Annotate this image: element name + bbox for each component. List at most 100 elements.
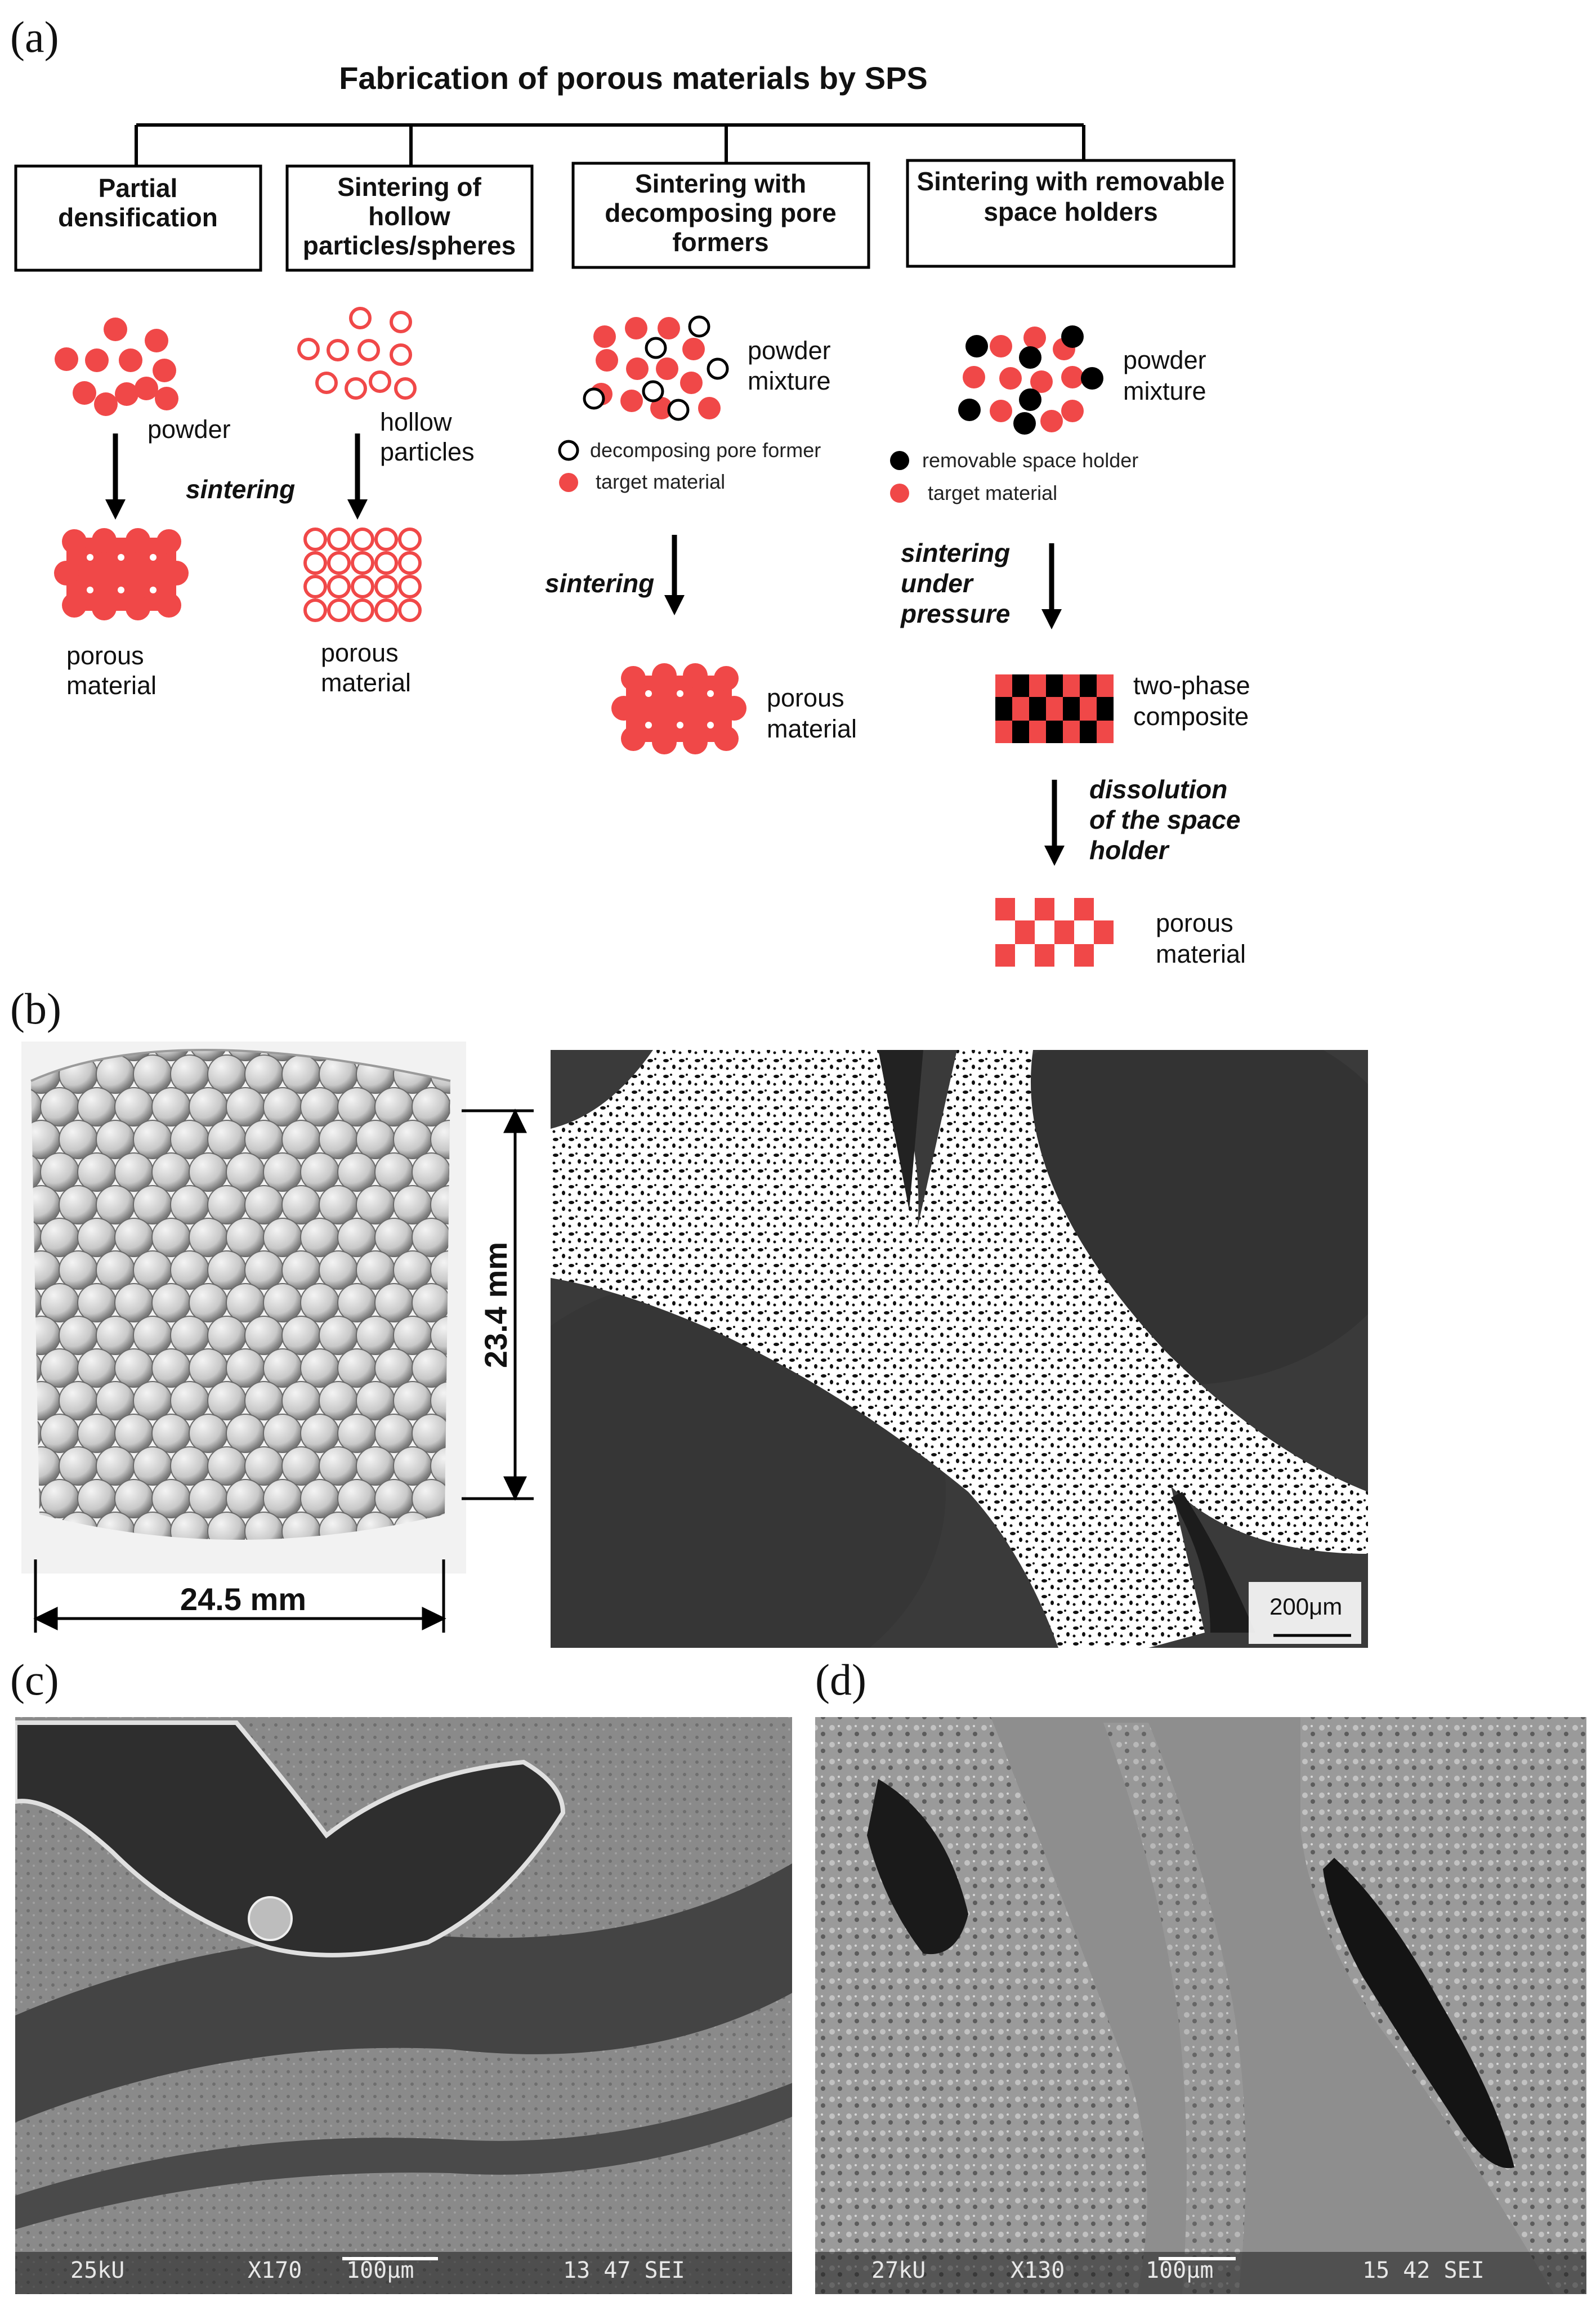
tree-connector <box>135 123 1085 166</box>
box2-line1: Sintering of <box>337 172 481 202</box>
sphere <box>59 1185 98 1224</box>
sphere <box>468 1055 506 1093</box>
sphere <box>59 1120 98 1159</box>
sphere <box>96 1054 135 1094</box>
sphere <box>114 1414 154 1453</box>
sphere <box>40 1348 79 1388</box>
sphere <box>40 1414 79 1453</box>
panel-label-d: (d) <box>815 1655 866 1704</box>
sintering-label-3: sintering <box>545 569 654 598</box>
sphere <box>170 1446 209 1486</box>
sphere <box>319 1120 358 1159</box>
sphere <box>151 1152 191 1192</box>
sphere <box>486 1414 525 1452</box>
sphere <box>337 1087 377 1127</box>
sphere <box>59 1316 98 1355</box>
panel-label-a: (a) <box>10 12 59 61</box>
box3-line2: decomposing pore <box>605 198 836 227</box>
sphere <box>189 1479 228 1518</box>
sphere <box>96 1446 135 1486</box>
box3-line3: formers <box>672 227 768 257</box>
legend-target-3: target material <box>596 470 725 493</box>
sphere <box>281 1316 321 1355</box>
legend-swatch-target-4 <box>890 484 909 503</box>
legend-swatch-target-3 <box>559 473 578 492</box>
sphere <box>226 1152 265 1192</box>
sphere <box>300 1218 339 1257</box>
porous-label-4a: porous <box>1156 909 1233 937</box>
sphere <box>77 1218 117 1257</box>
sphere <box>393 1185 432 1224</box>
sphere <box>244 1054 284 1094</box>
porous-material-3 <box>611 663 746 754</box>
sphere <box>207 1250 247 1290</box>
two-phase-composite <box>995 674 1114 743</box>
sphere <box>412 1414 450 1453</box>
sem-image-d <box>815 1717 1586 2294</box>
box4-line1: Sintering with removable <box>917 167 1225 196</box>
sphere <box>412 1479 450 1518</box>
legend-swatch-removable <box>890 451 909 470</box>
sphere <box>300 1087 339 1127</box>
sphere <box>263 1479 302 1518</box>
sintering-under-pressure-b: under <box>901 569 974 598</box>
sphere <box>151 1087 191 1127</box>
sphere <box>114 1087 154 1127</box>
sphere <box>281 1185 321 1224</box>
dissolution-label-a: dissolution <box>1089 775 1227 804</box>
powder-mixture-label-4b: mixture <box>1123 377 1206 405</box>
sphere <box>226 1218 265 1257</box>
sphere <box>226 1283 265 1322</box>
sem-info-c: 13 47 SEI <box>563 2258 685 2283</box>
sphere <box>133 1185 172 1224</box>
sphere <box>505 1382 543 1420</box>
sphere <box>486 1153 525 1191</box>
sphere <box>244 1250 284 1290</box>
box4-line2: space holders <box>983 197 1157 226</box>
sphere <box>189 1283 228 1322</box>
sphere <box>114 1348 154 1388</box>
method-box-hollow-spheres <box>285 164 534 272</box>
sphere <box>356 1185 395 1224</box>
sphere <box>505 1512 543 1550</box>
sphere <box>319 1316 358 1355</box>
dissolution-label-b: of the space <box>1089 805 1240 834</box>
sphere <box>412 1348 450 1388</box>
sphere <box>170 1250 209 1290</box>
sphere <box>374 1283 414 1322</box>
hollow-label-a: hollow <box>380 408 452 436</box>
sphere <box>300 1283 339 1322</box>
sphere <box>77 1152 117 1192</box>
sem-mag-d: X130 <box>1011 2258 1065 2283</box>
sphere <box>319 1185 358 1224</box>
sphere <box>244 1120 284 1159</box>
sem-kv-c: 25kU <box>70 2258 124 2283</box>
sphere <box>300 1479 339 1518</box>
sem-image-c <box>15 1717 792 2294</box>
sphere-packing <box>31 1050 543 1550</box>
sphere <box>133 1054 172 1094</box>
sphere <box>40 1283 79 1322</box>
sphere <box>59 1381 98 1420</box>
sphere <box>374 1348 414 1388</box>
sintering-under-pressure-c: pressure <box>900 599 1010 628</box>
sphere <box>226 1479 265 1518</box>
sphere <box>356 1250 395 1290</box>
sphere <box>356 1381 395 1420</box>
sphere <box>59 1446 98 1486</box>
sphere <box>226 1087 265 1127</box>
sphere <box>281 1120 321 1159</box>
sem-scale-d: 100μm <box>1146 2258 1213 2283</box>
sphere <box>337 1348 377 1388</box>
sphere <box>300 1414 339 1453</box>
width-dimension <box>33 1559 446 1633</box>
sphere <box>449 1087 450 1127</box>
sphere <box>337 1283 377 1322</box>
sphere <box>337 1152 377 1192</box>
sphere <box>114 1218 154 1257</box>
sphere <box>96 1185 135 1224</box>
sphere <box>374 1479 414 1518</box>
sphere <box>133 1446 172 1486</box>
sem-info-d: 15 42 SEI <box>1362 2258 1485 2283</box>
